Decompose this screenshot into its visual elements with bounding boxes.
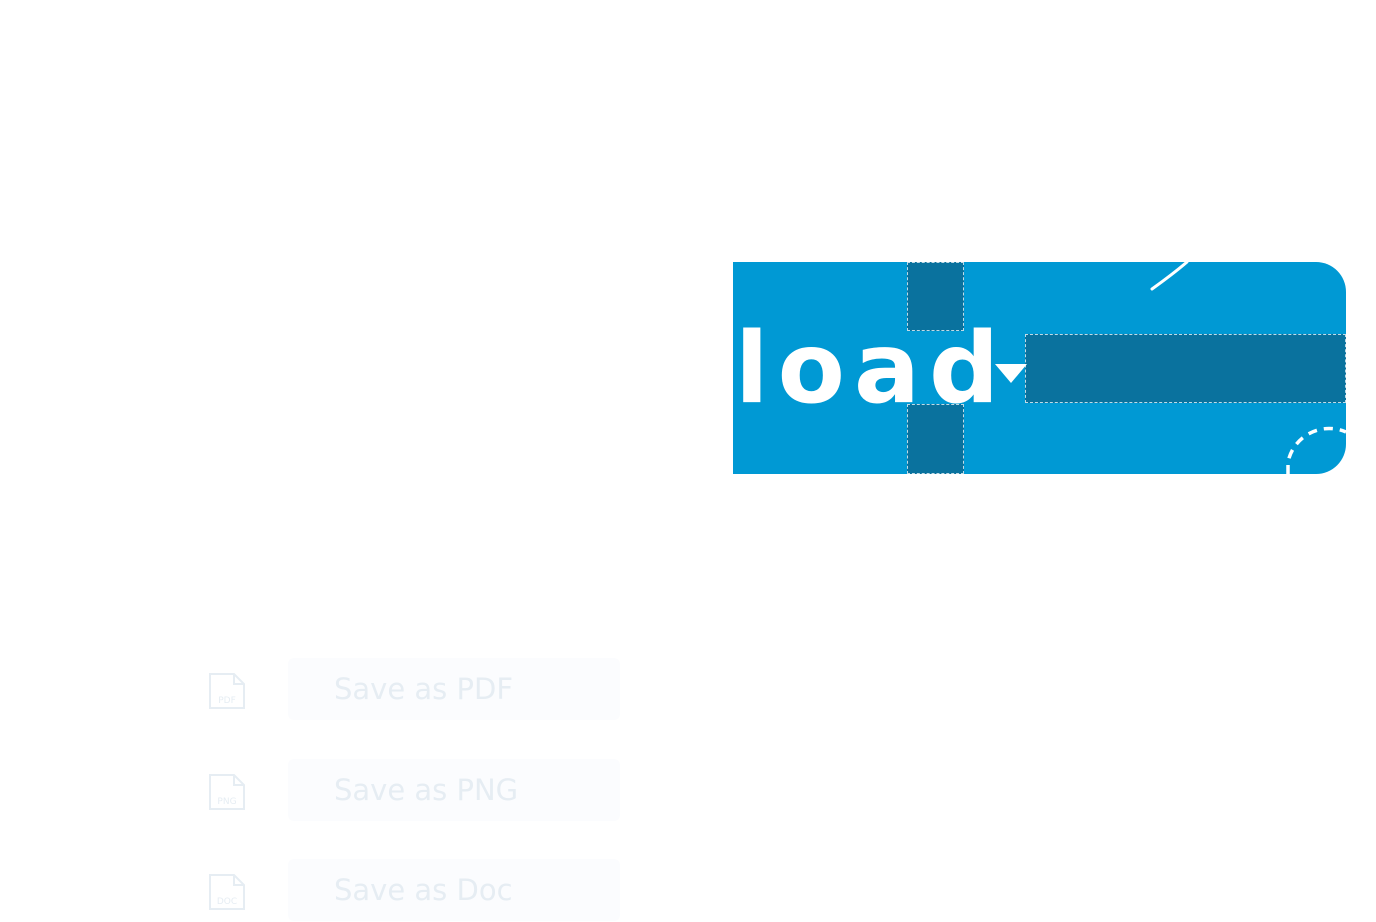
save-as-png-button[interactable]: Save as PNG [288, 759, 620, 821]
caret-down-icon [995, 364, 1027, 383]
save-as-doc-button[interactable]: Save as Doc [288, 859, 620, 921]
doc-file-icon: DOC [209, 874, 245, 910]
spacing-guide-bottom [907, 404, 964, 474]
save-menu-item-pdf: PDF Save as PDF [200, 654, 640, 724]
save-as-png-label: Save as PNG [334, 773, 519, 807]
pdf-file-icon: PDF [209, 673, 245, 709]
save-as-pdf-button[interactable]: Save as PDF [288, 658, 620, 720]
download-button[interactable]: load [733, 262, 1346, 474]
spacing-guide-right [1025, 334, 1346, 403]
pdf-icon-text: PDF [218, 696, 236, 706]
save-menu-item-doc: DOC Save as Doc [200, 855, 640, 922]
save-menu-item-png: PNG Save as PNG [200, 755, 640, 825]
download-button-label: load [735, 312, 1009, 426]
png-icon-text: PNG [217, 797, 236, 807]
png-file-icon: PNG [209, 774, 245, 810]
doc-icon-text: DOC [217, 897, 237, 907]
spacing-guide-top [907, 262, 964, 331]
save-as-pdf-label: Save as PDF [334, 672, 513, 706]
save-as-doc-label: Save as Doc [334, 873, 513, 907]
